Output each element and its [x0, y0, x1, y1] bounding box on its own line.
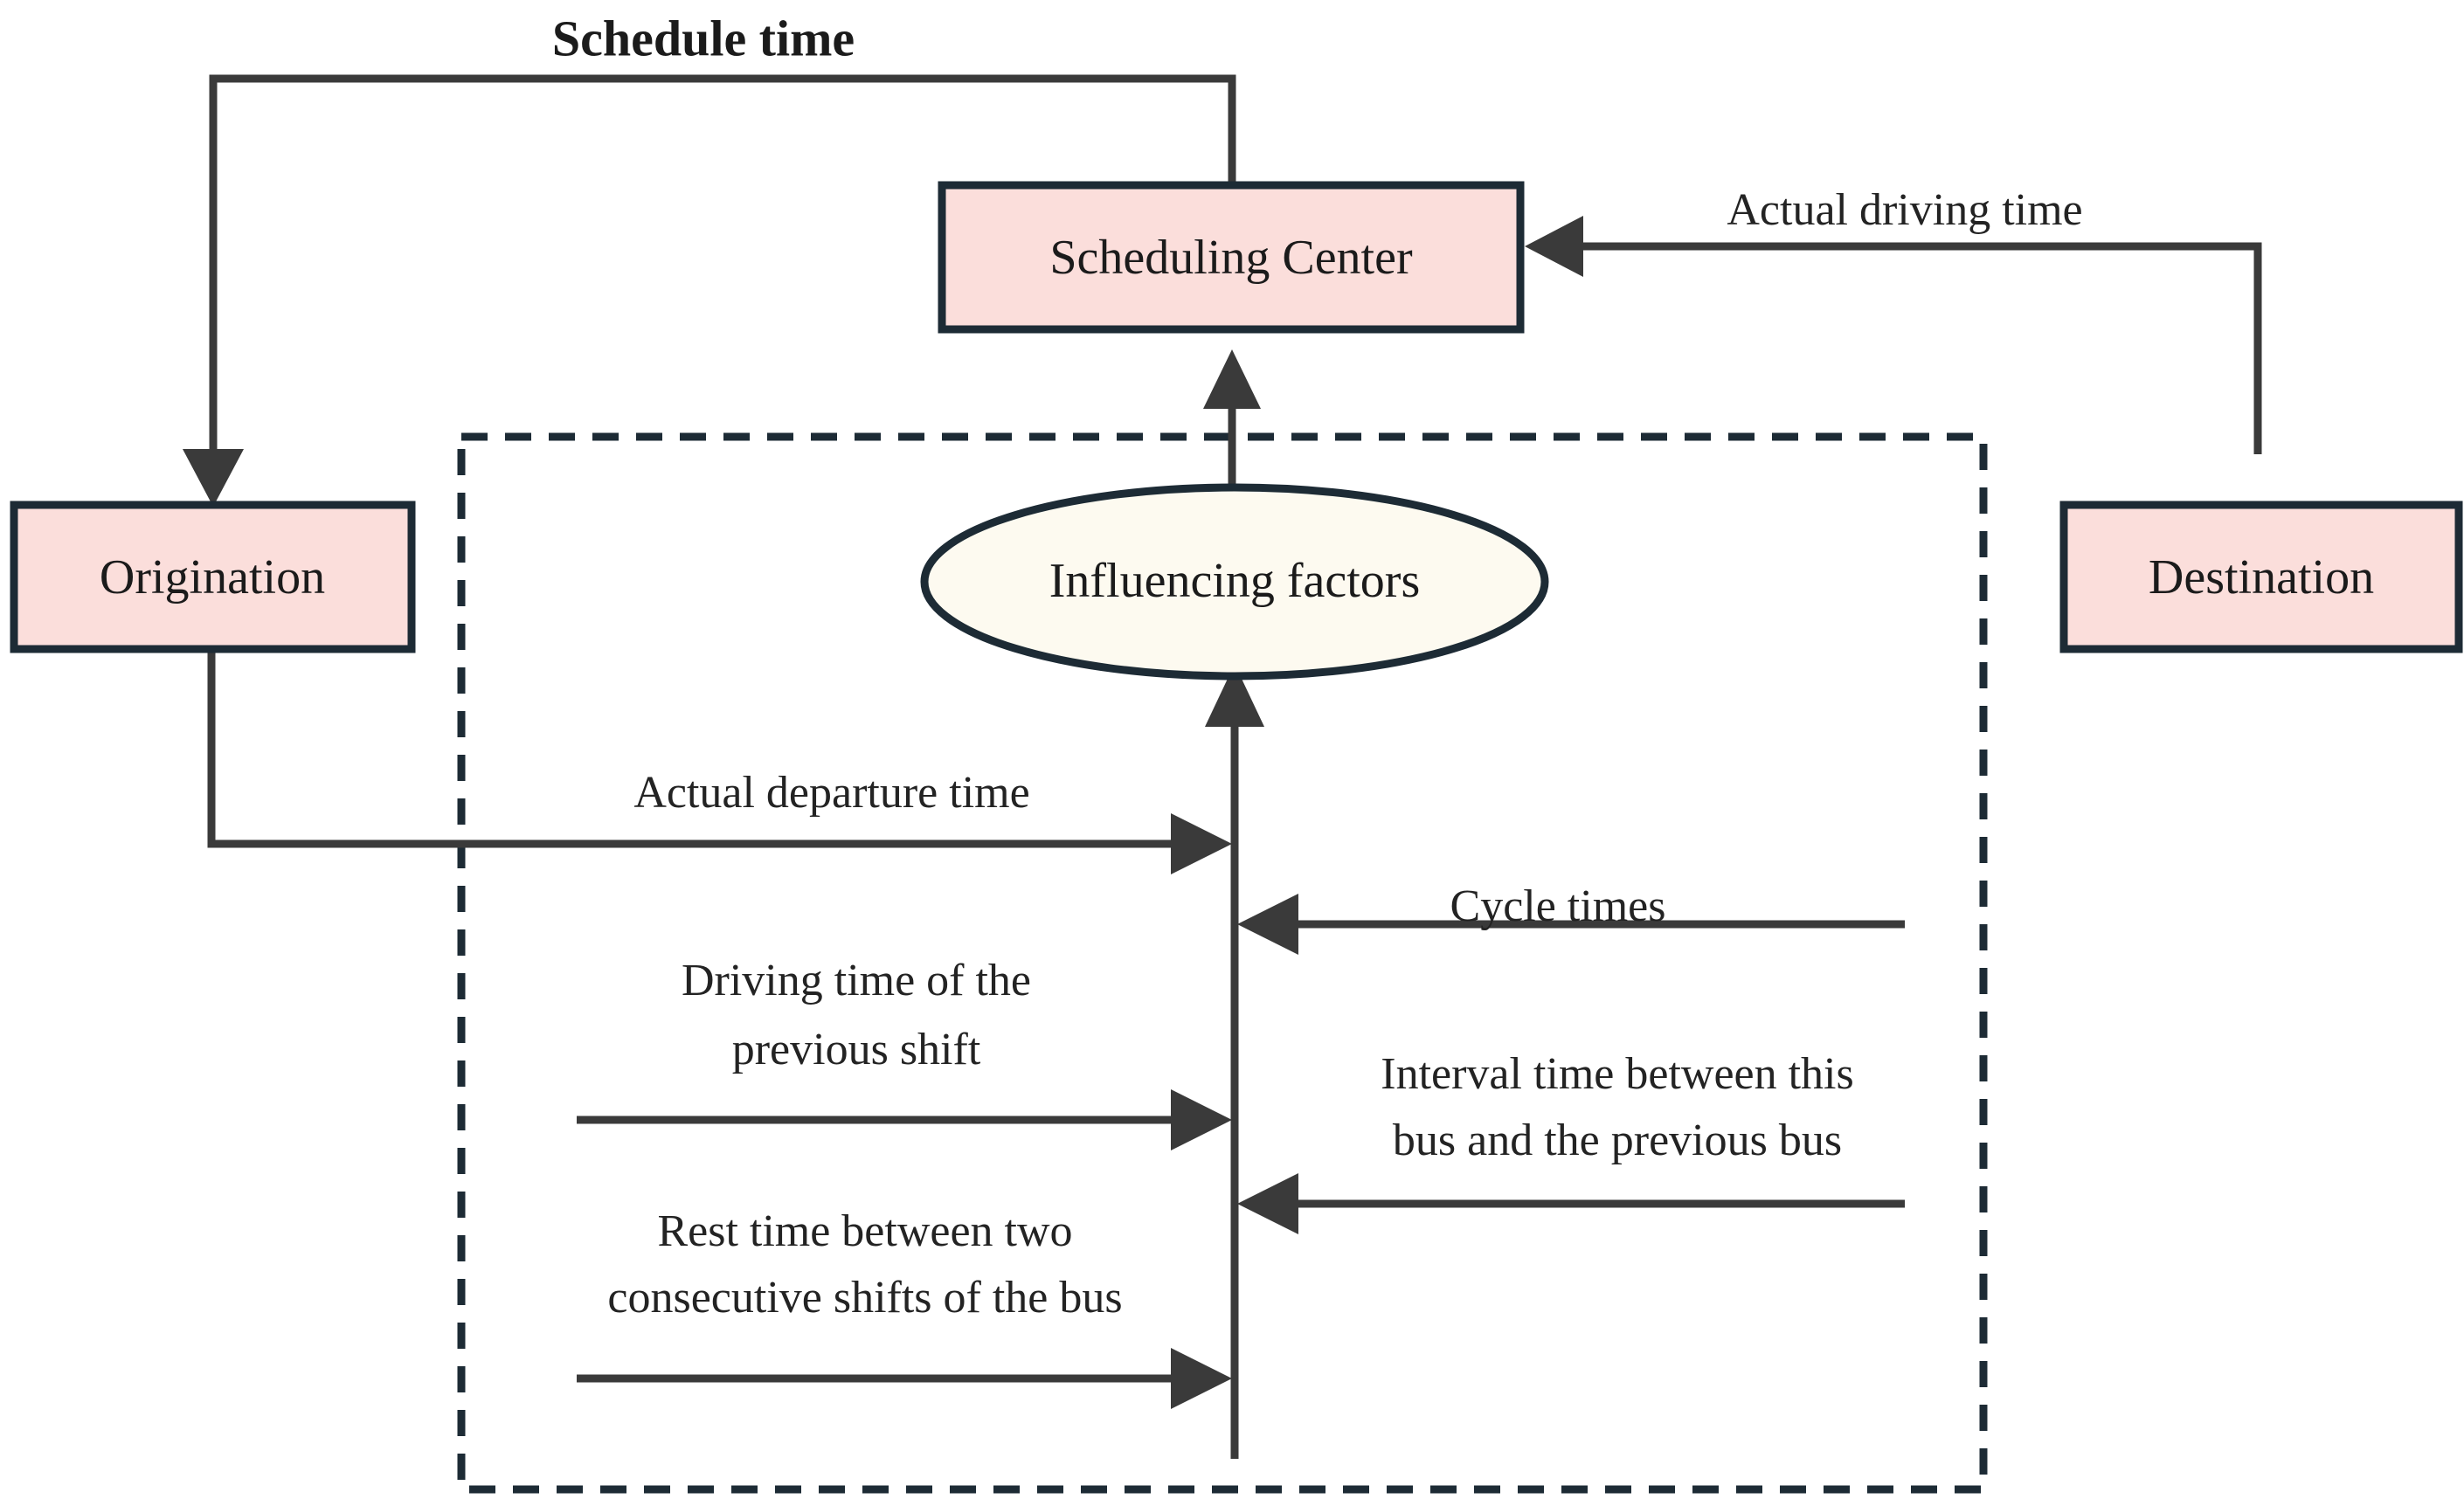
node-origination[interactable] [10, 501, 416, 653]
label-cycle-times: Cycle times [1450, 881, 1666, 931]
label-rest-time-line1: Rest time between two [657, 1206, 1072, 1256]
arrowhead-actual-departure-time [1171, 813, 1232, 874]
node-destination[interactable] [2059, 501, 2463, 653]
label-driving-time-previous-shift-line2: previous shift [732, 1025, 981, 1074]
label-actual-driving-time: Actual driving time [1727, 185, 2082, 235]
connector-schedule-time [209, 74, 1236, 472]
connector-actual-driving-time [1564, 242, 2262, 454]
arrowhead-into-scheduling-center-bottom [1203, 349, 1261, 409]
node-scheduling-center-label: Scheduling Center [1049, 231, 1413, 285]
label-interval-time-line1: Interval time between this [1381, 1049, 1853, 1099]
label-rest-time-line2: consecutive shifts of the bus [607, 1273, 1122, 1323]
label-interval-time-line2: bus and the previous bus [1393, 1116, 1842, 1165]
label-driving-time-previous-shift-line1: Driving time of the [682, 956, 1031, 1005]
label-actual-departure-time: Actual departure time [633, 768, 1029, 818]
arrowhead-cycle-times [1237, 894, 1298, 955]
connector-actual-departure-time [207, 651, 1175, 848]
node-scheduling-center[interactable] [938, 181, 1525, 334]
arrowhead-into-influencing-factors [1205, 664, 1264, 727]
dashed-region-influencing-factors [457, 432, 1988, 1494]
node-influencing-factors-label: Influencing factors [1049, 554, 1420, 608]
arrowhead-rest-time [1171, 1348, 1232, 1409]
node-destination-label: Destination [2149, 550, 2374, 604]
arrowhead-interval-time [1237, 1173, 1298, 1234]
node-origination-label: Origination [100, 550, 325, 604]
arrowhead-driving-time-previous-shift [1171, 1089, 1232, 1150]
arrowhead-schedule-time-into-origination [183, 449, 244, 507]
arrowhead-actual-driving-time-into-scheduling-center [1525, 216, 1583, 277]
node-influencing-factors[interactable] [920, 483, 1549, 680]
label-schedule-time: Schedule time [552, 10, 855, 66]
